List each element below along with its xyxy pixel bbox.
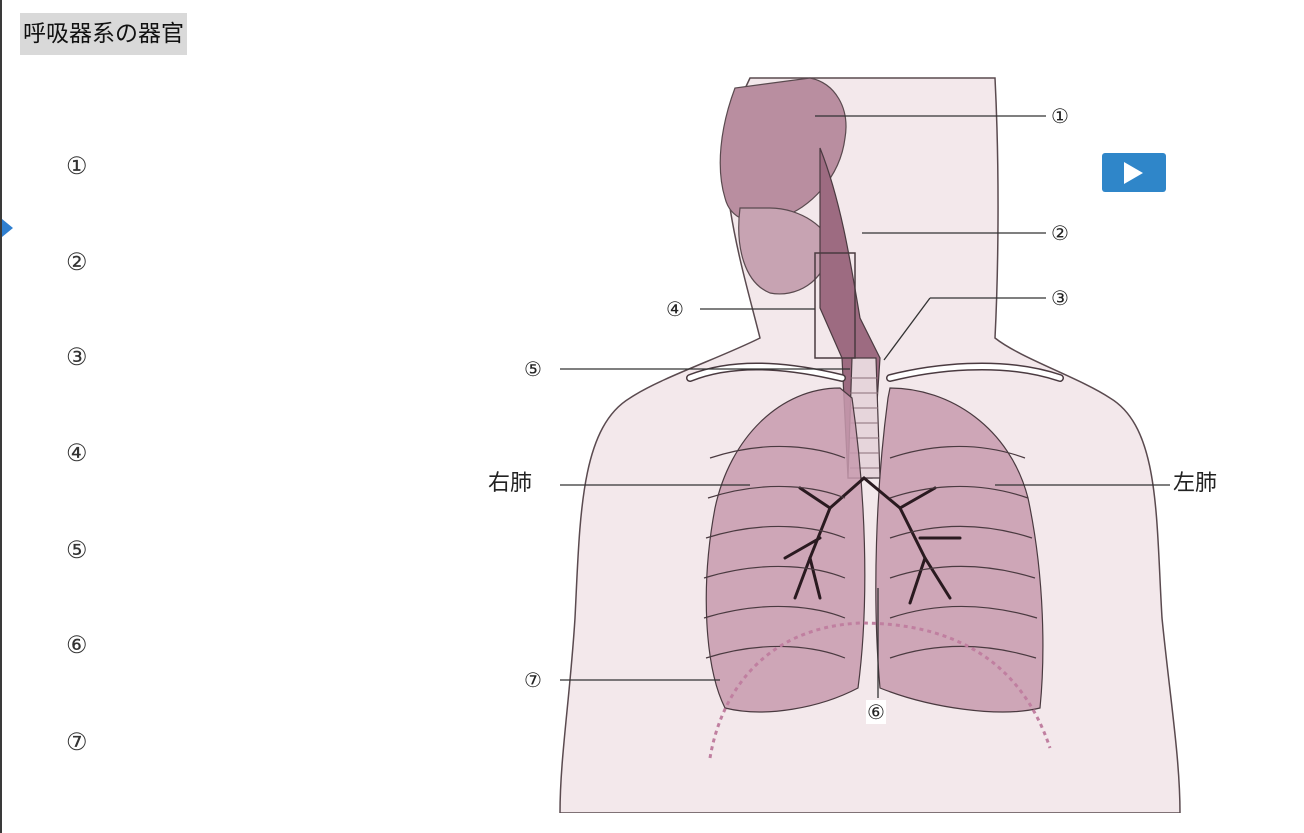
callout-label-5: ⑤ [523, 357, 543, 381]
answer-slot-1: ① [66, 148, 106, 184]
answer-slot-2: ② [66, 244, 106, 280]
left-border [0, 0, 2, 833]
callout-label-6: ⑥ [866, 700, 886, 724]
slide-pointer-icon [2, 219, 13, 237]
answer-slot-6: ⑥ [66, 627, 106, 663]
answer-slot-5: ⑤ [66, 532, 106, 568]
answer-slot-3: ③ [66, 339, 106, 375]
right-lung-label: 右肺 [487, 472, 533, 496]
callout-label-3: ③ [1050, 286, 1070, 310]
answer-slot-7: ⑦ [66, 724, 106, 760]
callout-label-2: ② [1050, 221, 1070, 245]
left-lung-label: 左肺 [1172, 472, 1218, 496]
play-button[interactable] [1102, 153, 1166, 192]
play-icon [1124, 162, 1143, 184]
answer-slot-4: ④ [66, 435, 106, 471]
callout-label-1: ① [1050, 104, 1070, 128]
callout-label-7: ⑦ [523, 668, 543, 692]
callout-label-4: ④ [665, 297, 685, 321]
page-title: 呼吸器系の器官 [20, 13, 187, 55]
